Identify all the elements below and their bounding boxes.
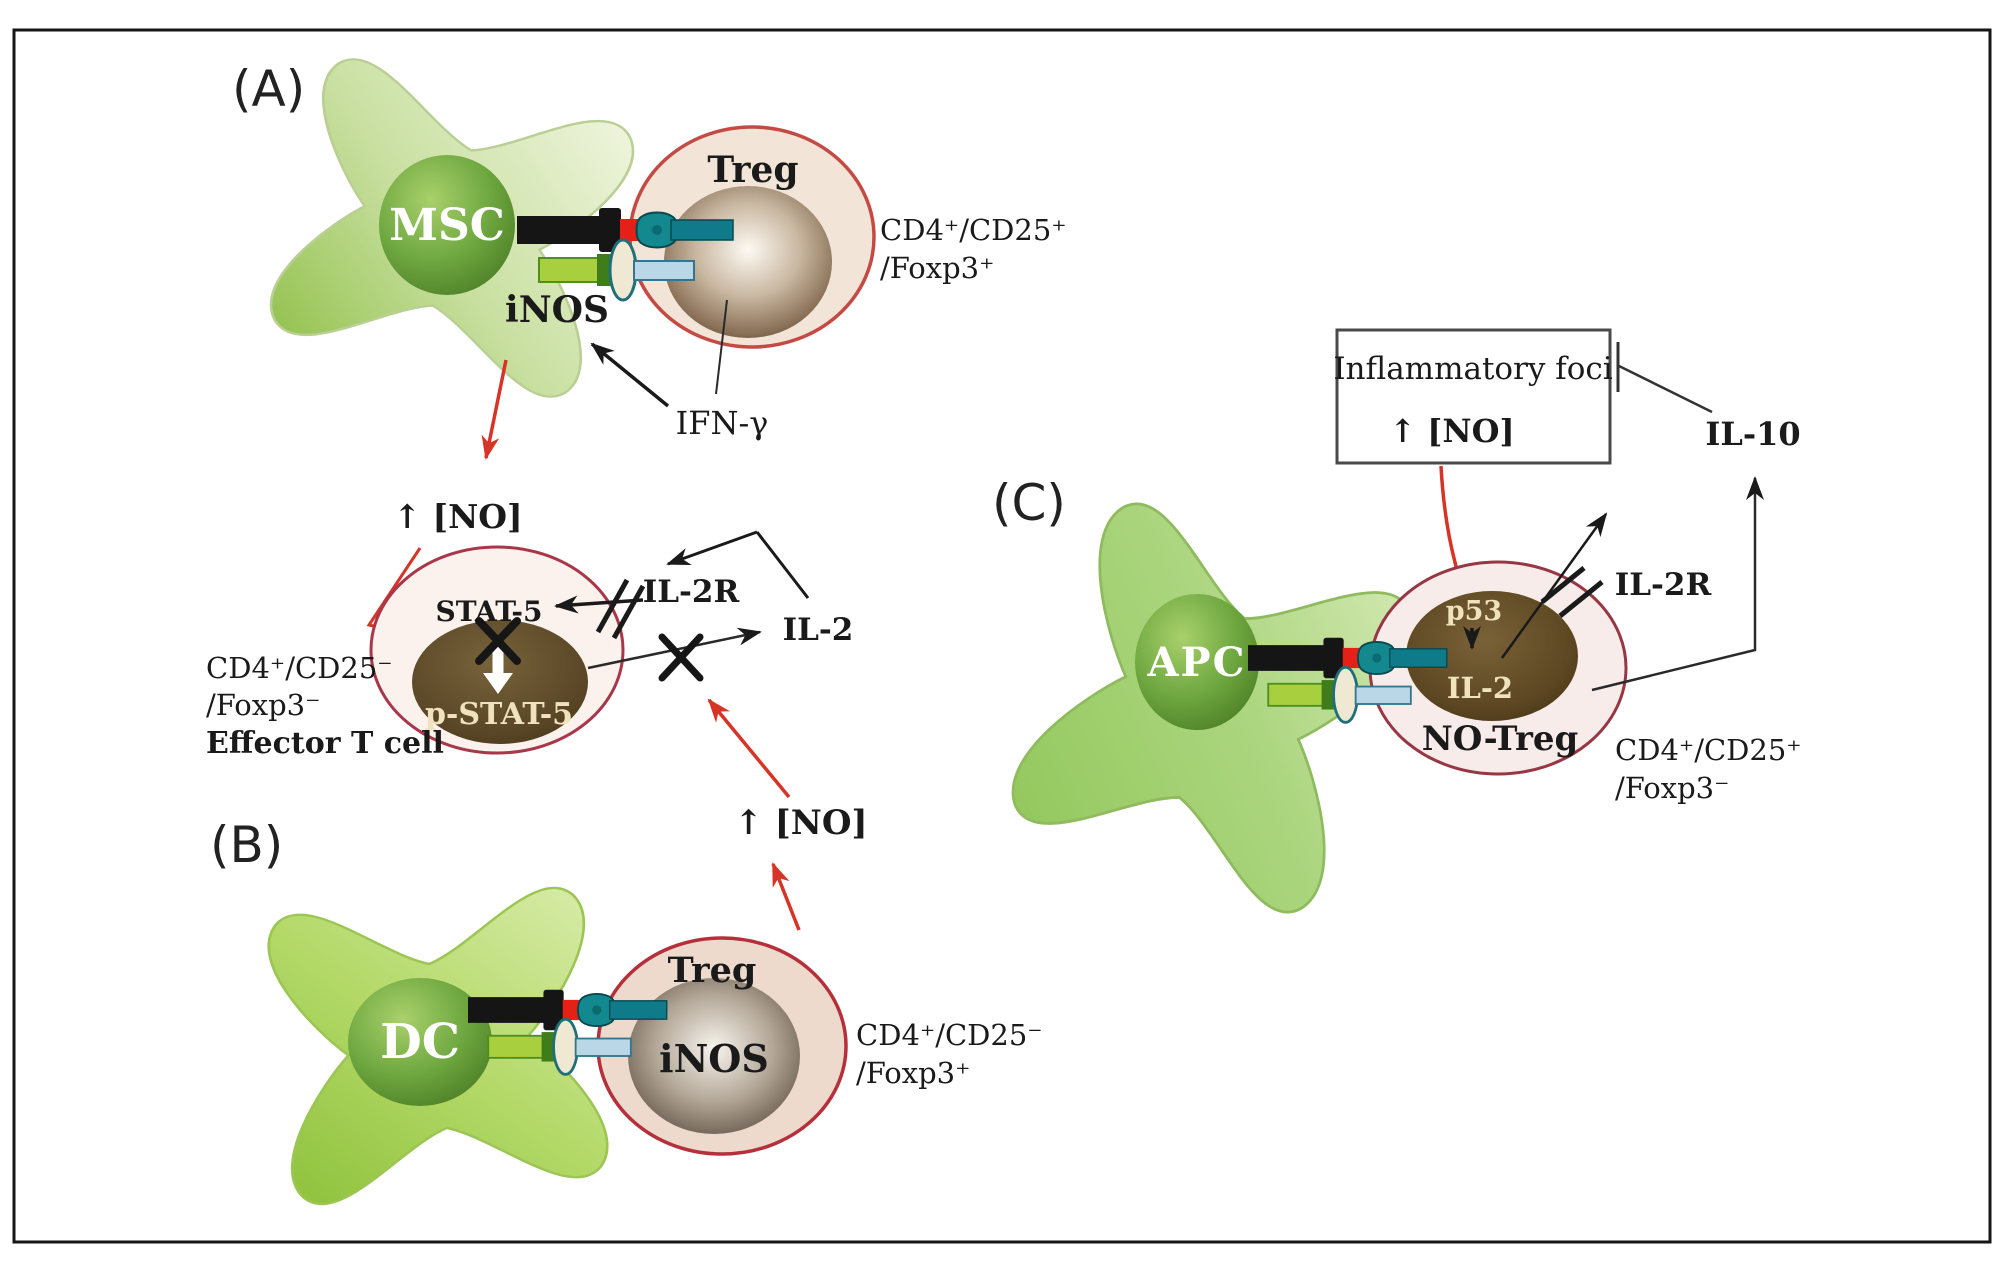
il2r-export-arrow	[1500, 512, 1608, 659]
msc-no-arrow	[481, 359, 508, 460]
notreg-label: NO-Treg	[1422, 719, 1579, 759]
figure-border	[12, 28, 1992, 1244]
p-stat5-label: p-STAT-5	[425, 697, 573, 732]
p53-label: p53	[1446, 596, 1502, 627]
inos-a-label: iNOS	[505, 289, 609, 331]
apc-nucleus	[1135, 594, 1259, 730]
il10-inhibition-line	[1618, 364, 1713, 414]
apc-label: APC	[1147, 639, 1247, 686]
stat5-label: STAT-5	[435, 595, 542, 628]
panel-c-label: (C)	[992, 474, 1066, 532]
il2r-block-slash-icon2	[611, 584, 646, 640]
dc-label: DC	[380, 1014, 460, 1070]
il2r-block-slash-icon	[595, 578, 630, 634]
panel-a-label: (A)	[232, 60, 305, 118]
treg-to-ifn-line	[715, 299, 728, 395]
effector-phenotype-line1: CD4⁺/CD25⁻	[206, 651, 393, 685]
msc-nucleus	[379, 155, 515, 295]
il2r-c-label: IL-2R	[1615, 567, 1712, 603]
notreg-to-il10-arrow	[1591, 476, 1764, 692]
stat5-block-x-icon2	[475, 617, 521, 665]
inos-b-label: iNOS	[659, 1036, 769, 1081]
stat5-down-arrow-head	[483, 673, 513, 694]
notreg-phenotype-line1: CD4⁺/CD25⁺	[1615, 733, 1802, 767]
treg-a-phenotype-line1: CD4⁺/CD25⁺	[880, 213, 1067, 247]
msc-label: MSC	[389, 200, 505, 251]
il2-label: IL-2	[783, 612, 854, 648]
il2-connector-line	[755, 531, 810, 599]
treg-b-nucleus	[628, 978, 800, 1134]
dc-nucleus	[348, 978, 492, 1106]
notreg-nucleus	[1406, 591, 1578, 721]
no-b-label: ↑ [NO]	[734, 803, 867, 843]
il10-label: IL-10	[1705, 415, 1800, 453]
panel-b-label: (B)	[210, 816, 283, 874]
il2r-label: IL-2R	[643, 574, 740, 610]
treg-b-no-arrow	[771, 862, 801, 931]
ifn-gamma-arrow	[590, 342, 670, 408]
il2-to-il2r-arrow	[666, 530, 758, 566]
treg-b-label: Treg	[668, 950, 757, 991]
il2-block-x-icon2	[658, 633, 704, 682]
treg-b-phenotype-line1: CD4⁺/CD25⁻	[856, 1018, 1043, 1052]
no-c-label: ↑ [NO]	[1389, 412, 1514, 450]
notreg-phenotype-line2: /Foxp3⁻	[1615, 771, 1729, 805]
notreg-il2-label: IL-2	[1447, 671, 1513, 705]
effector-cell-name: Effector T cell	[206, 726, 444, 761]
ifn-gamma-label: IFN-γ	[676, 404, 769, 442]
treg-a-phenotype-line2: /Foxp3⁺	[880, 251, 994, 285]
effector-phenotype-line2: /Foxp3⁻	[206, 688, 320, 722]
treg-a-label: Treg	[707, 149, 798, 191]
inflammatory-foci-label: Inflammatory foci	[1333, 351, 1612, 387]
il2r-to-stat5-arrow	[554, 595, 644, 614]
inflammatory-foci-box	[1335, 328, 1612, 465]
treg-b-phenotype-line2: /Foxp3⁺	[856, 1056, 970, 1090]
no-a-label: ↑ [NO]	[393, 497, 522, 536]
il2r-c-block-slash-icon2	[1558, 580, 1604, 618]
il2r-c-block-slash-icon	[1540, 566, 1586, 604]
no-blocks-il2-arrow	[707, 698, 791, 799]
